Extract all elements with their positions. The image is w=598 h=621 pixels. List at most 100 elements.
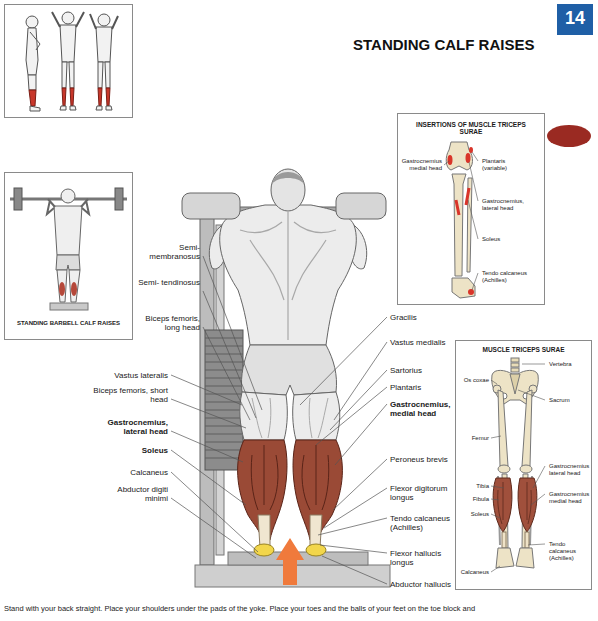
part-label: Tibia	[459, 483, 489, 490]
achilles-tendon	[310, 515, 322, 548]
figure-arm	[30, 32, 40, 50]
vertebra-bone	[511, 363, 519, 367]
shoulder-pad	[182, 193, 240, 219]
insertion-mark	[466, 153, 471, 163]
femur-end	[446, 142, 472, 170]
foot-bones	[496, 548, 514, 568]
page-number-box: 14	[557, 4, 593, 35]
heel	[254, 544, 274, 556]
page-title: STANDING CALF RAISES	[353, 36, 563, 54]
part-label: Soleus	[482, 236, 540, 243]
muscle-label: Semi- tendinosus	[138, 278, 200, 287]
figure-calf	[98, 88, 110, 106]
sacrum-bone	[510, 374, 520, 394]
muscle-label: Biceps femoris, short head	[92, 386, 168, 404]
part-label: Tendo calcaneus (Achilles)	[482, 270, 540, 284]
vertebra-bone	[511, 358, 519, 362]
heel	[306, 544, 326, 556]
muscle-label: Semi- membranosus	[138, 243, 200, 261]
part-label: Os coxae	[459, 377, 489, 384]
figure-head	[61, 189, 75, 203]
inset-panel: MUSCLE TRICEPS SURAEVertebraOs coxaeSacr…	[455, 340, 592, 590]
figure-calf	[29, 90, 36, 106]
achilles-tendon	[525, 532, 529, 548]
muscle-label: Gastrocnemius, medial head	[390, 400, 452, 418]
muscle-label: Tendo calcaneus (Achilles)	[390, 514, 452, 532]
figure-arm	[47, 199, 89, 214]
figure-head	[62, 12, 74, 24]
weight-stack	[205, 330, 243, 470]
leader-line	[491, 364, 545, 572]
part-label: Gastrocnemius medial head	[549, 491, 591, 505]
figure-shorts	[56, 255, 80, 270]
muscle-label: Gracilis	[390, 313, 452, 322]
part-label: Fibula	[459, 496, 489, 503]
tibia	[452, 174, 466, 276]
thigh	[293, 392, 340, 440]
muscle-fibres	[498, 482, 532, 524]
knee	[498, 465, 510, 473]
inset-panel: STANDING BARBELL CALF RAISES	[4, 172, 133, 340]
figure-thigh	[62, 62, 74, 88]
achilles-tendon	[258, 515, 270, 548]
part-label: Gastrocnemius lateral head	[549, 463, 591, 477]
femur-bone	[522, 390, 532, 466]
figure-arm	[90, 14, 118, 29]
muscle-label: Abductor hallucis	[390, 580, 452, 589]
barbell-plate	[115, 188, 123, 210]
muscle-label: Plantaris	[390, 383, 452, 392]
muscle-label: Sartorius	[390, 366, 452, 375]
muscle-label: Biceps femoris, long head	[138, 314, 200, 332]
figure-head	[98, 14, 110, 26]
figure-foot	[30, 106, 40, 111]
part-label: Soleus	[459, 511, 489, 518]
part-label: Tendo calcaneus (Achilles)	[549, 541, 591, 562]
part-label: Sacrum	[549, 397, 591, 404]
muscle-fibres	[251, 445, 329, 510]
hamstring-lines	[252, 398, 328, 438]
hair	[272, 172, 304, 184]
insertion-mark	[448, 155, 453, 165]
head	[271, 169, 305, 211]
achilles-tendon	[502, 532, 506, 548]
foot-bones	[516, 548, 534, 568]
part-label: Femur	[459, 435, 489, 442]
femur-bone	[498, 390, 508, 466]
inset-caption: STANDING BARBELL CALF RAISES	[8, 320, 129, 327]
calcaneus-bone	[452, 278, 475, 298]
figure-calf	[59, 282, 65, 296]
instruction-text: Stand with your back straight. Place you…	[4, 604, 596, 613]
figure-leg	[57, 270, 80, 302]
muscle-label: Abductor digiti minimi	[108, 485, 168, 503]
part-label: Calcaneus	[459, 569, 489, 576]
part-label: Gastrocnemius medial head	[399, 158, 442, 172]
figure-foot	[96, 106, 112, 110]
knee	[520, 465, 532, 473]
vertebra-bone	[511, 368, 519, 372]
inset-panel: INSERTIONS OF MUSCLE TRICEPS SURAEGastro…	[397, 113, 545, 305]
calf-muscle	[493, 478, 512, 532]
muscle-label: Flexor hallucis longus	[390, 549, 452, 567]
hips	[241, 345, 336, 395]
torso	[220, 205, 357, 345]
muscle-label: Calcaneus	[92, 468, 168, 477]
muscle-label: Gastrocnemius, lateral head	[92, 418, 168, 436]
figure-thigh	[98, 62, 110, 88]
figure-body	[60, 25, 76, 62]
muscle-label: Vastus lateralis	[92, 371, 168, 380]
figure-body	[96, 27, 112, 62]
back-muscles	[240, 212, 336, 340]
inset-frame	[5, 5, 133, 118]
muscle-label: Soleus	[92, 446, 168, 455]
thigh	[240, 392, 287, 440]
part-label: Vertebra	[549, 361, 591, 368]
insertion-mark	[456, 188, 469, 215]
muscle-label: Vastus medialis	[390, 338, 452, 347]
oval-mark	[547, 125, 591, 147]
part-label: Plantaris (variable)	[482, 158, 526, 172]
figure-thigh	[28, 75, 36, 90]
barbell-plate	[14, 188, 22, 210]
muscle-label: Flexor digitorum longus	[390, 484, 452, 502]
part-label: Gastrocnemius, lateral head	[482, 198, 540, 212]
